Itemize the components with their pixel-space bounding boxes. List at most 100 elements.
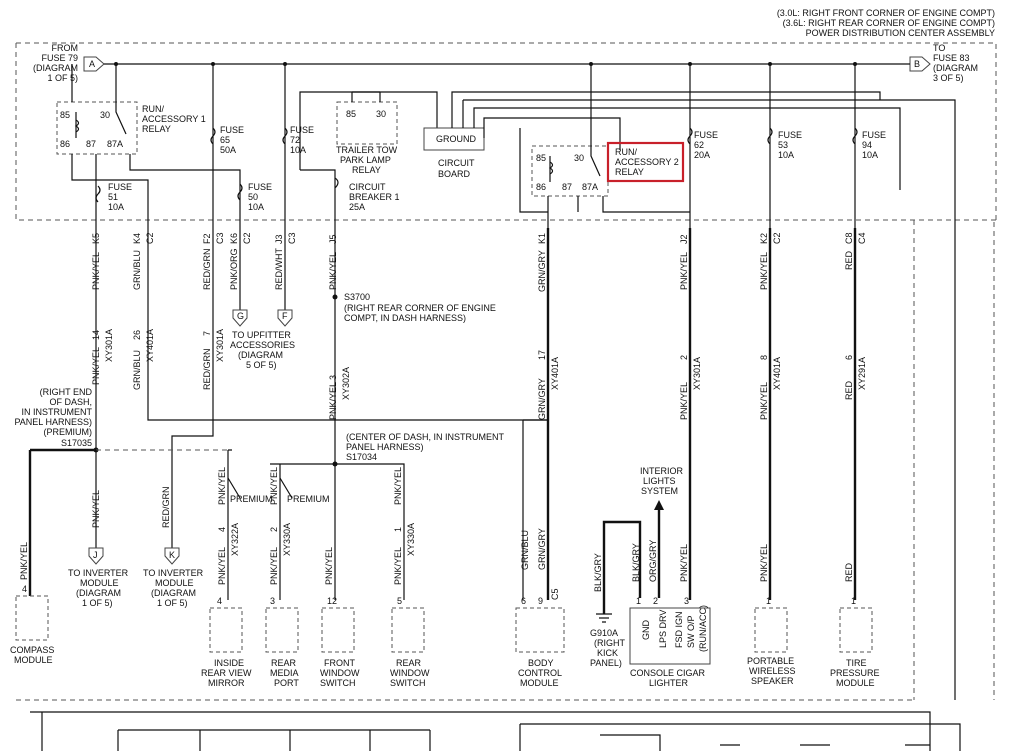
svg-text:IN INSTRUMENT: IN INSTRUMENT — [22, 407, 93, 417]
svg-text:CONSOLE CIGAR: CONSOLE CIGAR — [630, 668, 706, 678]
svg-text:RED: RED — [844, 380, 854, 400]
connector-j-icon — [88, 547, 104, 565]
svg-text:25A: 25A — [349, 202, 365, 212]
svg-text:(DIAGRAM: (DIAGRAM — [238, 350, 283, 360]
svg-text:50: 50 — [248, 192, 258, 202]
svg-text:XY322A: XY322A — [230, 523, 240, 556]
svg-text:S17034: S17034 — [346, 452, 377, 462]
svg-text:1: 1 — [766, 596, 771, 606]
relay2-wires — [519, 128, 690, 228]
svg-text:XY301A: XY301A — [692, 357, 702, 390]
svg-text:MODULE: MODULE — [520, 678, 559, 688]
connector-b-icon — [909, 56, 931, 72]
svg-text:K: K — [169, 550, 175, 560]
svg-text:GND: GND — [641, 620, 651, 641]
svg-text:4: 4 — [217, 596, 222, 606]
svg-text:7: 7 — [202, 331, 212, 336]
bottom-partial-wiring — [30, 711, 961, 751]
svg-text:(CENTER OF DASH, IN INSTRUMENT: (CENTER OF DASH, IN INSTRUMENT — [346, 432, 505, 442]
svg-text:PANEL HARNESS): PANEL HARNESS) — [14, 417, 92, 427]
fuse-65: FUSE 65 50A — [210, 64, 244, 228]
svg-text:XY291A: XY291A — [857, 357, 867, 390]
portable-wireless-speaker: 1 PORTABLE WIRELESS SPEAKER — [747, 596, 796, 686]
tire-pressure-module: 1 TIRE PRESSURE MODULE — [830, 596, 880, 688]
svg-text:(DIAGRAM: (DIAGRAM — [76, 588, 121, 598]
svg-text:SWITCH: SWITCH — [390, 678, 426, 688]
svg-text:TO INVERTER: TO INVERTER — [68, 568, 129, 578]
svg-text:PNK/YEL: PNK/YEL — [91, 490, 101, 528]
circuit-board: GROUND CIRCUIT BOARD — [423, 127, 485, 179]
dash-feeds — [227, 449, 405, 600]
svg-text:RUN/: RUN/ — [615, 147, 637, 157]
svg-text:1: 1 — [636, 596, 641, 606]
svg-text:TO UPFITTER: TO UPFITTER — [232, 330, 291, 340]
svg-text:87A: 87A — [582, 182, 598, 192]
front-window-switch: 12 FRONT WINDOW SWITCH — [320, 596, 360, 688]
svg-text:RELAY: RELAY — [142, 124, 171, 134]
svg-text:WINDOW: WINDOW — [320, 668, 360, 678]
svg-text:FROM: FROM — [52, 43, 79, 53]
compass-feed — [28, 448, 96, 596]
splice-s17034: (CENTER OF DASH, IN INSTRUMENT PANEL HAR… — [332, 432, 505, 467]
svg-text:ACCESSORY 1: ACCESSORY 1 — [142, 114, 206, 124]
connector-f-icon — [277, 309, 293, 327]
svg-text:PNK/YEL: PNK/YEL — [759, 382, 769, 420]
svg-text:(DIAGRAM: (DIAGRAM — [33, 63, 78, 73]
svg-text:FUSE 83: FUSE 83 — [933, 53, 970, 63]
svg-text:CIRCUIT: CIRCUIT — [349, 182, 386, 192]
lower-wire-labels: PNK/YEL PNK/YEL RED/GRN PNK/YEL PNK/YEL … — [19, 467, 854, 592]
svg-text:10A: 10A — [248, 202, 264, 212]
svg-text:BODY: BODY — [528, 658, 554, 668]
svg-text:F: F — [282, 311, 288, 321]
svg-text:LPS DRV: LPS DRV — [658, 610, 668, 648]
svg-text:87A: 87A — [107, 139, 123, 149]
svg-text:53: 53 — [778, 140, 788, 150]
svg-text:6: 6 — [844, 355, 854, 360]
svg-text:PNK/YEL: PNK/YEL — [324, 547, 334, 585]
svg-text:XY401A: XY401A — [145, 329, 155, 362]
svg-text:(DIAGRAM: (DIAGRAM — [933, 63, 978, 73]
svg-text:PANEL): PANEL) — [590, 658, 622, 668]
rear-window-switch: 5 REAR WINDOW SWITCH — [390, 596, 430, 688]
to-ref: B TO FUSE 83 (DIAGRAM 3 OF 5) — [909, 43, 978, 83]
svg-text:MODULE: MODULE — [836, 678, 875, 688]
svg-text:PNK/YEL: PNK/YEL — [393, 547, 403, 585]
bcm-feed — [522, 419, 548, 600]
svg-text:14: 14 — [91, 330, 101, 340]
svg-text:5: 5 — [397, 596, 402, 606]
ref-g: G TO UPFITTER ACCESSORIES (DIAGRAM 5 OF … — [230, 309, 295, 370]
svg-text:4: 4 — [22, 584, 27, 594]
svg-text:J3: J3 — [274, 234, 284, 244]
svg-text:PNK/YEL: PNK/YEL — [759, 544, 769, 582]
svg-text:PNK/YEL: PNK/YEL — [393, 467, 403, 505]
svg-text:30: 30 — [100, 110, 110, 120]
svg-text:GRN/GRY: GRN/GRY — [537, 378, 547, 420]
svg-text:85: 85 — [60, 110, 70, 120]
svg-text:COMPASS: COMPASS — [10, 645, 54, 655]
svg-text:1 OF 5): 1 OF 5) — [157, 598, 188, 608]
svg-text:FUSE: FUSE — [220, 125, 244, 135]
svg-text:85: 85 — [346, 109, 356, 119]
svg-text:(RUN/ACC): (RUN/ACC) — [698, 605, 708, 652]
fuse-94: FUSE 94 10A — [852, 64, 886, 228]
svg-text:1: 1 — [851, 596, 856, 606]
svg-text:INTERIOR: INTERIOR — [640, 466, 684, 476]
svg-text:(RIGHT END: (RIGHT END — [40, 387, 93, 397]
circuit-breaker-1: CIRCUIT BREAKER 1 25A — [300, 169, 400, 228]
svg-text:K1: K1 — [537, 233, 547, 244]
svg-text:FRONT: FRONT — [324, 658, 355, 668]
svg-text:8: 8 — [759, 355, 769, 360]
relay-1: 85 86 30 87 87A RUN/ ACCESSORY 1 RELAY — [56, 64, 206, 155]
svg-text:XY302A: XY302A — [341, 367, 351, 400]
svg-text:RELAY: RELAY — [352, 165, 381, 175]
svg-text:62: 62 — [694, 140, 704, 150]
svg-text:50A: 50A — [220, 145, 236, 155]
svg-text:SPEAKER: SPEAKER — [751, 676, 794, 686]
relay1-wires — [71, 64, 149, 228]
svg-text:PNK/YEL: PNK/YEL — [269, 547, 279, 585]
svg-text:K4: K4 — [132, 233, 142, 244]
board-wires — [451, 91, 956, 700]
svg-text:10A: 10A — [108, 202, 124, 212]
svg-text:PRESSURE: PRESSURE — [830, 668, 880, 678]
